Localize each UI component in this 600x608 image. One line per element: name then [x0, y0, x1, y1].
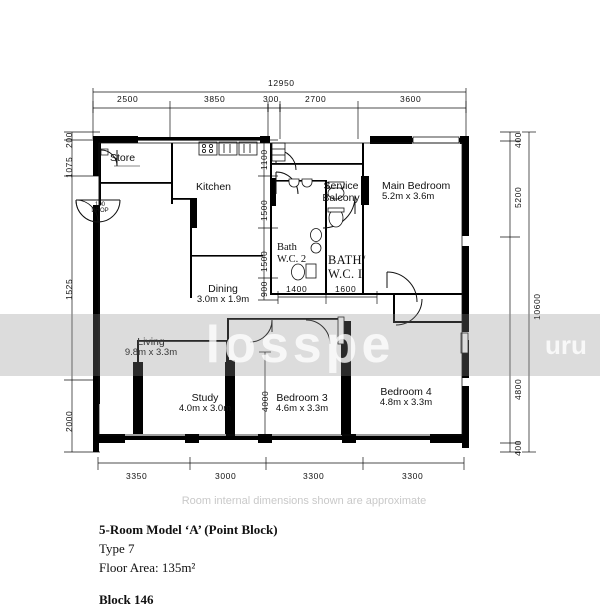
annotation-drop: 100 DROP	[82, 202, 118, 215]
room-label-living: Living 9.8m x 3.3m	[106, 336, 196, 359]
room-size-main-bedroom: 5.2m x 3.6m	[382, 191, 435, 203]
room-label-kitchen: Kitchen	[196, 181, 231, 193]
dim-right-4: 400	[513, 440, 523, 456]
dim-left-4: 2000	[64, 410, 74, 432]
room-name-living: Living	[137, 336, 165, 348]
dim-top-3: 300	[263, 94, 279, 104]
dim-overall-right: 10600	[532, 293, 542, 320]
bath-wc2-line1: Bath	[277, 242, 297, 253]
dim-bottom-3: 3300	[303, 471, 325, 481]
dim-right-3: 4800	[513, 378, 523, 400]
room-label-bedroom-3: Bedroom 3 4.6m x 3.3m	[254, 392, 350, 415]
dim-bath-width-1: 1400	[286, 284, 308, 294]
dim-top-4: 2700	[305, 94, 327, 104]
drop-line2: DROP	[91, 208, 109, 215]
room-label-store: Store	[110, 152, 135, 164]
label-bath-wc2: Bath W.C. 2	[277, 242, 306, 265]
caption-model: 5-Room Model ‘A’ (Point Block)	[99, 522, 278, 537]
dim-top-2: 3850	[204, 94, 226, 104]
room-name-bedroom-3: Bedroom 3	[276, 392, 328, 404]
room-label-bedroom-4: Bedroom 4 4.8m x 3.3m	[358, 386, 454, 409]
room-name-service: Service	[323, 180, 359, 192]
dim-bath-width-2: 1600	[335, 284, 357, 294]
door-swings	[75, 148, 423, 345]
dim-bottom-2: 3000	[215, 471, 237, 481]
dim-left-1: 200	[64, 132, 74, 148]
room-name-store: Store	[110, 152, 136, 164]
caption-floor-area: Floor Area: 135m²	[99, 559, 196, 575]
dim-inner-2: 1500	[259, 199, 269, 221]
interior-walls	[99, 143, 463, 436]
room-size-living: 9.8m x 3.3m	[124, 347, 178, 359]
caption-type: Type 7	[99, 540, 135, 556]
perimeter-outline	[98, 142, 463, 436]
drop-line1: 100	[94, 202, 105, 208]
dim-left-3: 1525	[64, 278, 74, 300]
room-name-balcony: Balcony	[322, 192, 360, 205]
dim-top-1: 2500	[117, 94, 139, 104]
room-label-main-bedroom: Main Bedroom 5.2m x 3.6m	[382, 180, 482, 203]
dim-right-2: 5200	[513, 186, 523, 208]
dim-overall-top: 12950	[268, 78, 295, 88]
fixtures	[198, 136, 469, 354]
dim-inner-3: 1500	[259, 250, 269, 272]
dim-bottom-4: 3300	[402, 471, 424, 481]
label-bath-wc1: BATH/ W.C. I	[328, 253, 366, 282]
room-label-study: Study 4.0m x 3.0m	[160, 392, 250, 415]
dim-left-2: 1075	[64, 156, 74, 178]
bath-wc2-line2: W.C. 2	[277, 253, 307, 265]
room-name-kitchen: Kitchen	[196, 181, 232, 193]
room-name-bedroom-4: Bedroom 4	[380, 386, 432, 398]
bath-wc1-line2: W.C. I	[328, 266, 363, 281]
room-size-bedroom-3: 4.6m x 3.3m	[275, 403, 329, 415]
room-size-bedroom-4: 4.8m x 3.3m	[379, 397, 433, 409]
room-name-main-bedroom: Main Bedroom	[382, 180, 451, 192]
dim-inner-1: 1100	[259, 149, 269, 170]
room-size-study: 4.0m x 3.0m	[178, 403, 232, 415]
room-name-dining: Dining	[208, 283, 238, 295]
approximate-note: Room internal dimensions shown are appro…	[181, 495, 427, 507]
room-name-study: Study	[191, 392, 219, 404]
room-label-service-balcony: Service Balcony	[306, 180, 376, 204]
bath-wc1-line1: BATH/	[328, 253, 366, 267]
dim-top-5: 3600	[400, 94, 422, 104]
dim-bottom-1: 3350	[126, 471, 148, 481]
dim-right-1: 400	[513, 132, 523, 148]
room-size-dining: 3.0m x 1.9m	[196, 294, 250, 306]
caption-block: 5-Room Model ‘A’ (Point Block) Type 7 Fl…	[99, 521, 278, 608]
room-label-dining: Dining 3.0m x 1.9m	[183, 283, 263, 306]
dimension-lines	[64, 88, 536, 470]
